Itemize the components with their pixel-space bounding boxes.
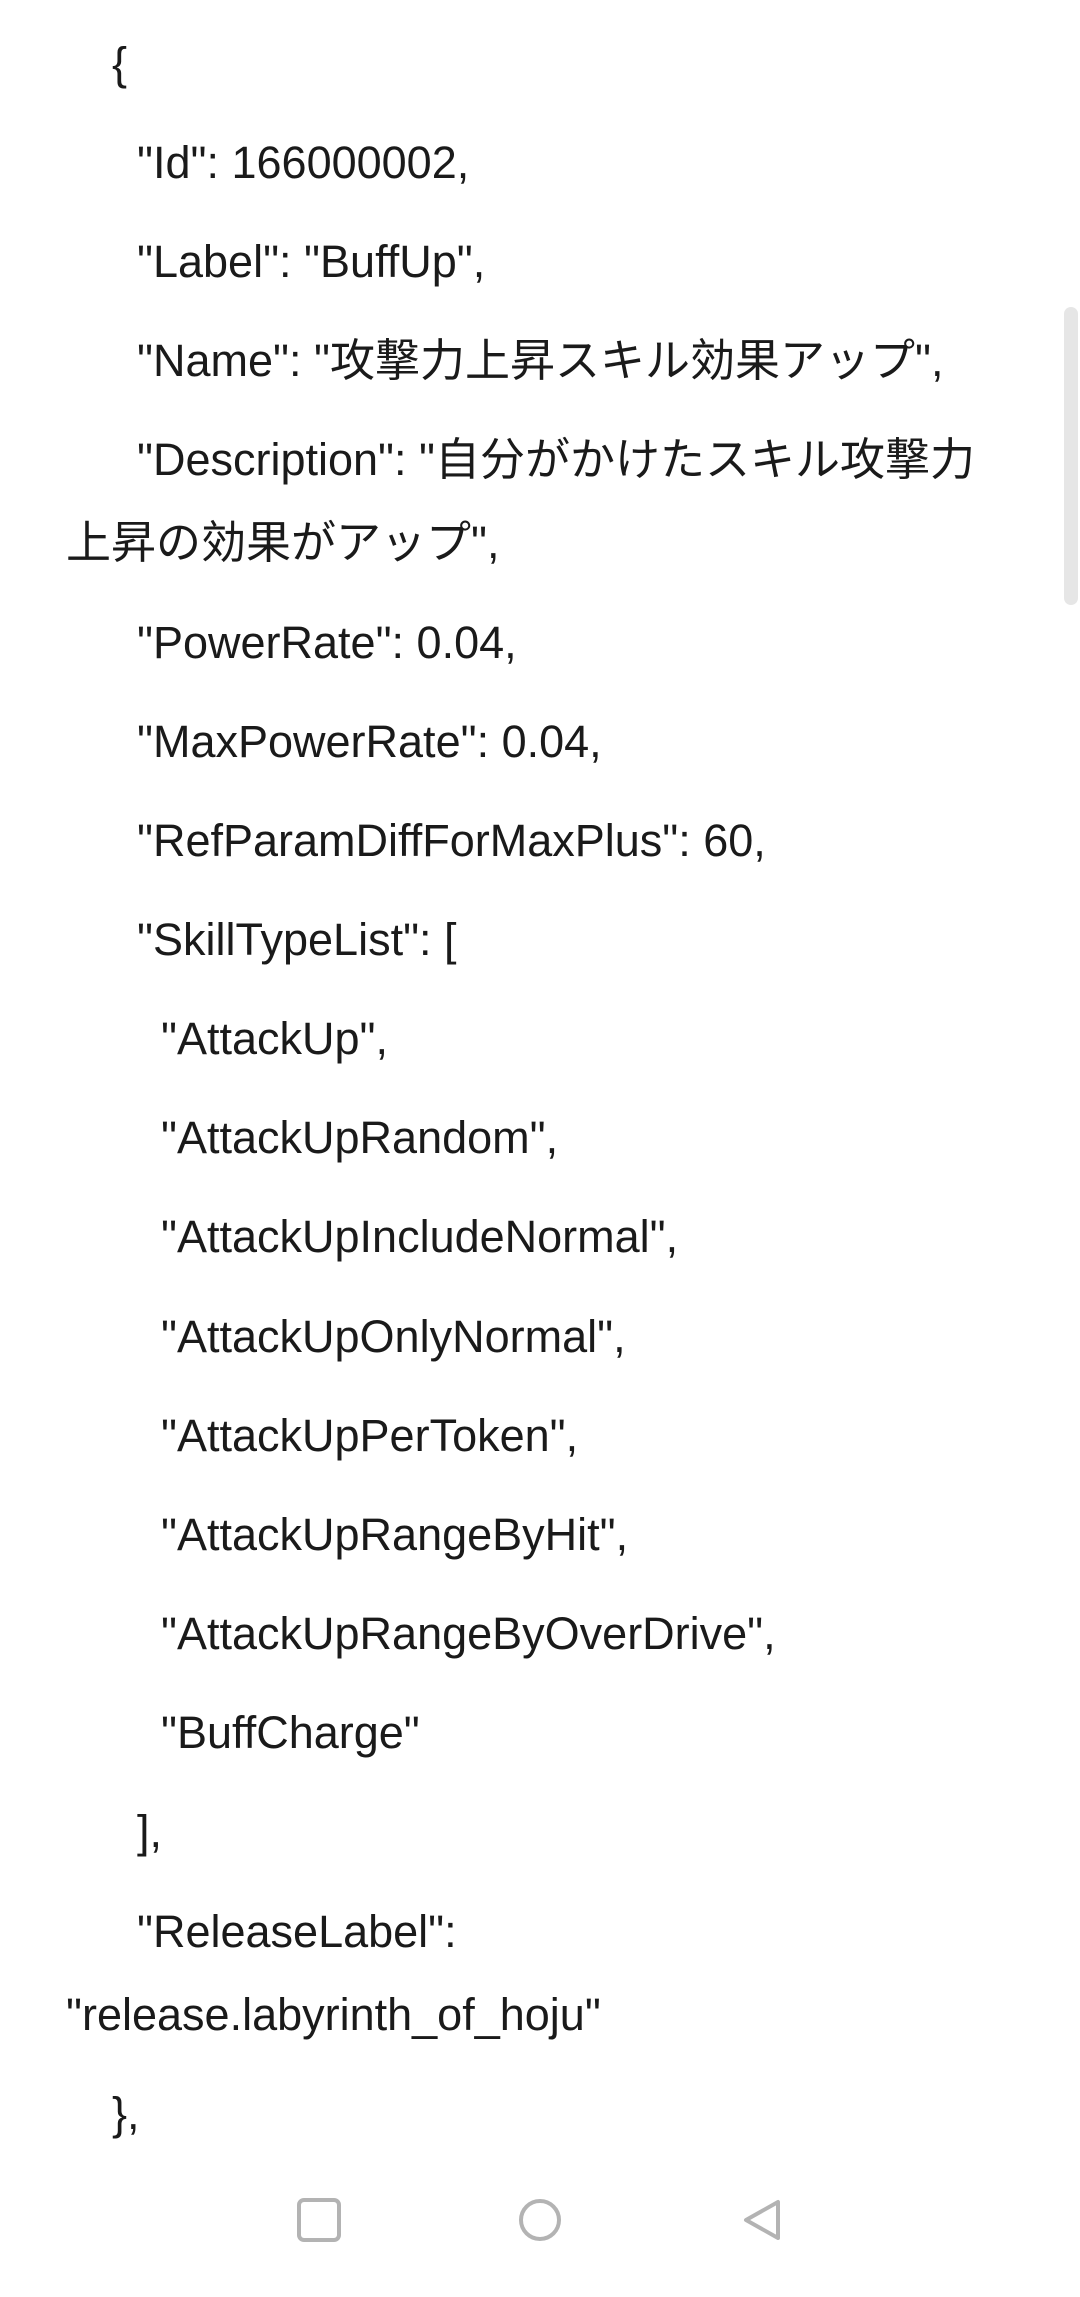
json-document: { "Id": 166000002, "Label": "BuffUp", "N…: [66, 38, 1078, 2139]
refparam-line: "RefParamDiffForMaxPlus": 60,: [137, 815, 766, 866]
recents-button[interactable]: [279, 2180, 359, 2260]
list-item: "AttackUpRandom",: [161, 1112, 559, 1163]
list-item: "AttackUp",: [161, 1013, 389, 1064]
brace-open-line: {: [112, 38, 128, 89]
system-navigation-bar: [0, 2160, 1080, 2297]
vertical-scrollbar[interactable]: [1064, 307, 1078, 605]
releaselabel-value-line: "release.labyrinth_of_hoju": [66, 1989, 601, 2040]
back-button[interactable]: [722, 2180, 802, 2260]
list-item: "BuffCharge": [161, 1707, 420, 1758]
list-item: "AttackUpIncludeNormal",: [161, 1211, 679, 1262]
list-item: "AttackUpOnlyNormal",: [161, 1311, 626, 1362]
name-line: "Name": "攻撃力上昇スキル効果アップ",: [137, 335, 944, 386]
maxpowerrate-line: "MaxPowerRate": 0.04,: [137, 716, 602, 767]
list-item: "AttackUpPerToken",: [161, 1410, 579, 1461]
skilltypelist-line: "SkillTypeList": [: [137, 914, 457, 965]
square-icon: [297, 2198, 341, 2242]
home-button[interactable]: [500, 2180, 580, 2260]
id-line: "Id": 166000002,: [137, 137, 470, 188]
description-continued-line: 上昇の効果がアップ",: [66, 517, 500, 568]
label-line: "Label": "BuffUp",: [137, 236, 486, 287]
description-line: "Description": "自分がかけたスキル攻撃力: [137, 434, 976, 485]
triangle-back-icon: [744, 2200, 780, 2240]
brace-close-line: },: [112, 2088, 140, 2139]
releaselabel-line: "ReleaseLabel":: [137, 1906, 457, 1957]
list-item: "AttackUpRangeByOverDrive",: [161, 1608, 776, 1659]
circle-icon: [519, 2199, 561, 2241]
list-close-line: ],: [137, 1806, 163, 1857]
powerrate-line: "PowerRate": 0.04,: [137, 617, 517, 668]
list-item: "AttackUpRangeByHit",: [161, 1509, 629, 1560]
